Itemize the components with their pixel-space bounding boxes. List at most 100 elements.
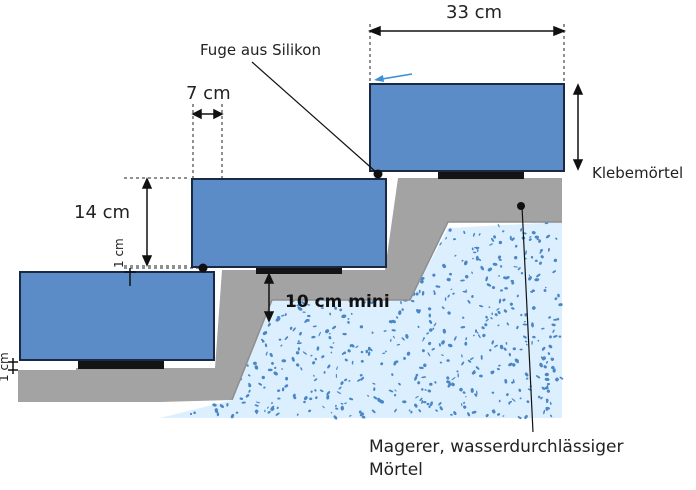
aggregate-dot — [358, 410, 362, 414]
aggregate-dot — [429, 328, 433, 332]
aggregate-dot — [321, 355, 325, 359]
aggregate-dot — [398, 310, 402, 315]
aggregate-dot — [492, 262, 498, 266]
aggregate-dot — [255, 401, 261, 404]
aggregate-dot — [553, 335, 558, 338]
aggregate-dot — [547, 247, 550, 252]
aggregate-dot — [504, 287, 508, 290]
aggregate-dot — [267, 406, 269, 409]
aggregate-dot — [280, 344, 283, 347]
aggregate-dot — [473, 232, 476, 237]
aggregate-dot — [325, 329, 330, 334]
aggregate-dot — [523, 335, 527, 339]
aggregate-dot — [457, 373, 459, 378]
aggregate-dot — [423, 363, 427, 368]
aggregate-dot — [433, 292, 436, 295]
aggregate-dot — [400, 300, 402, 305]
aggregate-dot — [447, 343, 453, 348]
aggregate-dot — [453, 411, 457, 416]
aggregate-dot — [473, 334, 475, 337]
aggregate-dot — [373, 387, 376, 391]
aggregate-dot — [347, 317, 350, 320]
aggregate-dot — [370, 348, 373, 352]
aggregate-dot — [439, 242, 442, 246]
aggregate-dot — [426, 332, 430, 335]
aggregate-dot — [447, 294, 450, 298]
label-7cm: 7 cm — [186, 83, 231, 104]
aggregate-dot — [471, 295, 474, 298]
aggregate-dot — [517, 267, 521, 271]
aggregate-dot — [480, 355, 483, 360]
aggregate-dot — [388, 389, 394, 393]
aggregate-dot — [285, 376, 289, 381]
aggregate-dot — [506, 322, 509, 326]
concrete-base-edge — [231, 221, 562, 401]
aggregate-dot — [476, 331, 479, 334]
aggregate-dot — [548, 316, 551, 319]
aggregate-dot — [470, 357, 474, 360]
aggregate-dot — [318, 331, 321, 337]
aggregate-dot — [511, 398, 516, 402]
aggregate-dot — [264, 409, 266, 413]
aggregate-dot — [559, 376, 564, 380]
aggregate-dot — [475, 255, 479, 261]
aggregate-dot — [419, 397, 423, 402]
leader-lines — [251, 61, 534, 433]
aggregate-dot — [332, 342, 335, 344]
aggregate-dot — [549, 335, 552, 339]
aggregate-dot — [511, 282, 515, 285]
aggregate-dot — [328, 332, 331, 335]
aggregate-dot — [550, 414, 553, 418]
aggregate-dot — [434, 381, 437, 384]
aggregate-dot — [546, 389, 551, 393]
aggregate-dot — [464, 274, 469, 279]
aggregate-dot — [534, 259, 538, 263]
aggregate-dot — [477, 258, 482, 262]
aggregate-dot — [465, 395, 467, 398]
aggregate-dot — [530, 290, 534, 293]
aggregate-dot — [333, 415, 338, 420]
blue-arrow-icon — [374, 73, 413, 82]
aggregate-dot — [539, 248, 543, 253]
aggregate-dot — [471, 410, 477, 414]
aggregate-dot — [297, 347, 301, 351]
aggregate-dot — [539, 261, 542, 265]
aggregate-dot — [427, 352, 431, 357]
aggregate-dot — [479, 374, 483, 378]
aggregate-dot — [351, 344, 355, 348]
aggregate-dot — [486, 283, 492, 287]
aggregate-dot — [254, 404, 259, 407]
aggregate-dot — [277, 389, 281, 392]
aggregate-dot — [547, 352, 551, 356]
aggregate-dot — [516, 359, 519, 364]
aggregate-dot — [235, 411, 239, 414]
aggregate-dot — [307, 304, 311, 306]
aggregate-dot — [520, 313, 523, 317]
stone-step-3 — [369, 83, 565, 172]
aggregate-dot — [463, 230, 466, 235]
aggregate-dot — [247, 374, 251, 377]
aggregate-dot — [537, 339, 540, 342]
aggregate-dot — [296, 342, 302, 345]
aggregate-dot — [312, 325, 317, 328]
aggregate-dot — [226, 403, 229, 407]
aggregate-dot — [326, 391, 331, 396]
aggregate-dot — [523, 320, 527, 323]
aggregate-dot — [540, 255, 544, 259]
aggregate-dot — [302, 311, 306, 313]
aggregate-dot — [292, 393, 296, 398]
aggregate-dot — [264, 343, 268, 348]
aggregate-dot — [405, 333, 409, 339]
aggregate-dot — [300, 367, 303, 371]
aggregate-dot — [248, 389, 251, 393]
aggregate-dot — [330, 411, 333, 414]
aggregate-dot — [448, 228, 452, 232]
aggregate-dot — [261, 375, 266, 380]
aggregate-dot — [506, 393, 509, 397]
aggregate-dot — [464, 341, 468, 346]
aggregate-dot — [461, 354, 463, 358]
aggregate-dot — [380, 362, 384, 366]
aggregate-dot — [289, 326, 293, 330]
aggregate-dot — [529, 236, 532, 238]
aggregate-dot — [371, 331, 374, 334]
